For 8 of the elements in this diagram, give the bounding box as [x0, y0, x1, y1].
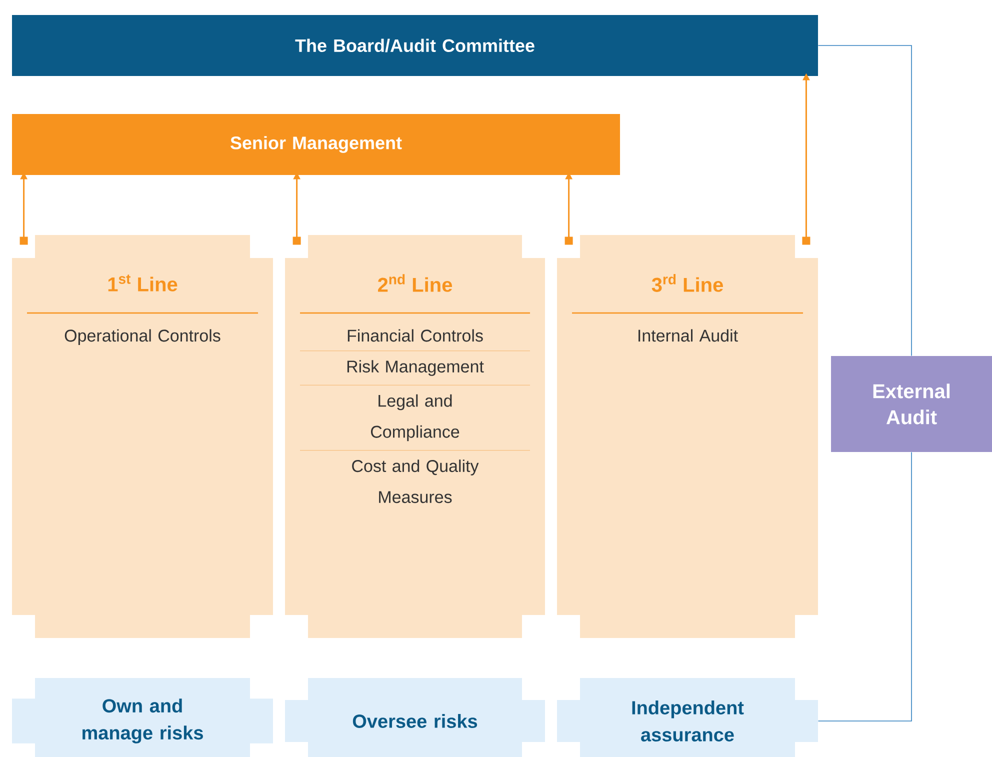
heading-bar: Senior Management: [12, 114, 620, 175]
connector-line: [818, 45, 912, 356]
process-box: External Audit: [831, 356, 992, 452]
heading-bar: The Board/Audit Committee: [12, 15, 818, 76]
connector-line: [818, 452, 912, 722]
label-box: Own and manage risks: [12, 678, 273, 757]
label-box: Independent assurance: [557, 678, 818, 757]
label-box: Oversee risks: [285, 678, 545, 757]
